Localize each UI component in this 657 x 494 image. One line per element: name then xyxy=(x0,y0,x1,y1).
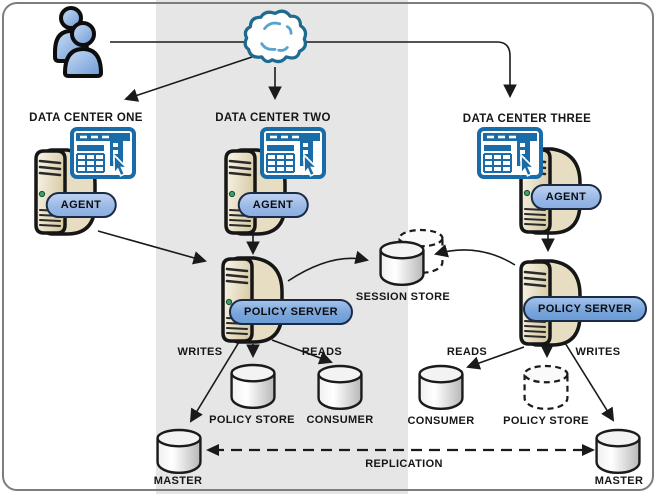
arrow-cloud-to-dc1 xyxy=(124,56,253,102)
dc1-title: DATA CENTER ONE xyxy=(29,112,143,124)
dc2-policy-server-badge: POLICY SERVER xyxy=(228,299,354,325)
arrow-dc3-reads-to-consumer xyxy=(466,346,525,370)
arrow-dc3-policy-to-session-store xyxy=(434,244,516,266)
dc3-reads-label: READS xyxy=(446,346,488,358)
replication-label: REPLICATION xyxy=(365,458,443,470)
dc2-consumer-label: CONSUMER xyxy=(306,414,374,426)
session-store-label: SESSION STORE xyxy=(355,291,451,303)
dc3-title: DATA CENTER THREE xyxy=(462,113,592,125)
arrow-dc2-policy-to-session-store xyxy=(287,250,369,282)
dc3-policy-server-badge: POLICY SERVER xyxy=(522,296,648,322)
dc3-policy-store-label: POLICY STORE xyxy=(503,415,589,427)
dc1-agent-badge: AGENT xyxy=(45,192,117,218)
arrow-dc3-writes-to-master xyxy=(561,337,615,422)
replication-arrow xyxy=(206,444,595,456)
dc2-policy-store-label: POLICY STORE xyxy=(209,414,295,426)
dc3-consumer-label: CONSUMER xyxy=(407,415,475,427)
dc3-agent-badge: AGENT xyxy=(530,184,602,210)
dc2-agent-badge: AGENT xyxy=(237,192,309,218)
dc3-writes-label: WRITES xyxy=(575,346,621,358)
arrow-users-to-dc3 xyxy=(110,41,517,99)
arrow-dc2-writes-to-master xyxy=(189,341,240,423)
dc2-title: DATA CENTER TWO xyxy=(215,112,331,124)
dc3-master-label: MASTER xyxy=(594,475,644,487)
dc2-writes-label: WRITES xyxy=(177,346,223,358)
arrow-dc2-reads-to-consumer xyxy=(271,339,333,365)
dc1-master-label: MASTER xyxy=(153,475,203,487)
arrow-dc1-agent-to-dc2-policy xyxy=(97,230,207,265)
